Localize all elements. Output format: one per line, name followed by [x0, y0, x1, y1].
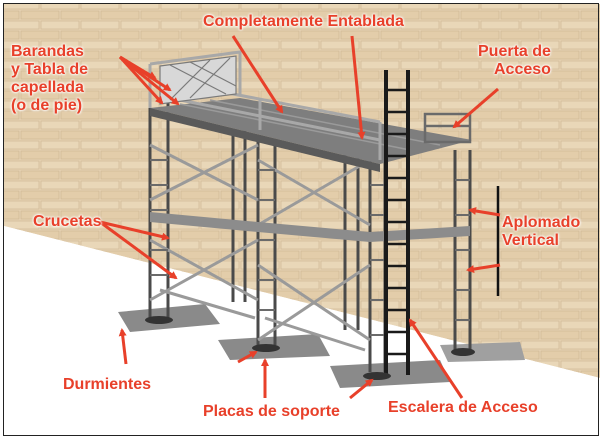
- label-entablada: Completamente Entablada: [203, 13, 404, 30]
- base-plates: [145, 316, 475, 380]
- label-crucetas: Crucetas: [33, 213, 102, 230]
- access-ladder: [384, 70, 410, 375]
- label-puerta: Puerta de Acceso: [478, 43, 551, 78]
- label-placas: Placas de soporte: [203, 403, 340, 420]
- callout-arrows: [99, 35, 501, 400]
- label-durmientes: Durmientes: [63, 376, 152, 393]
- ground-floor: [4, 226, 600, 437]
- access-gate: [423, 112, 472, 144]
- label-barandas: Barandas y Tabla de capellada (o de pie): [11, 43, 89, 114]
- horizontal-rungs: [150, 159, 470, 336]
- mid-planks: [150, 212, 470, 242]
- label-aplomado: Aplomado Vertical: [502, 214, 581, 249]
- cross-braces: [149, 143, 371, 352]
- brick-wall: [4, 4, 600, 378]
- scaffold-frames: [148, 70, 472, 372]
- label-escalera: Escalera de Acceso: [388, 399, 538, 416]
- platform-deck: [150, 98, 472, 172]
